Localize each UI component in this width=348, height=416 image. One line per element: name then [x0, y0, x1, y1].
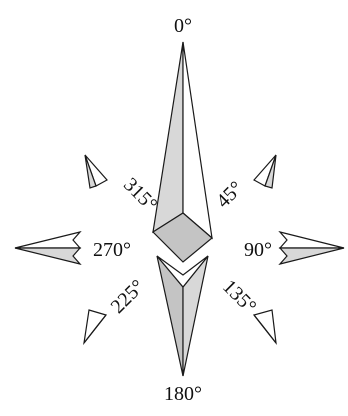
northeast-arrow [254, 155, 276, 188]
west-arrow-lower [15, 248, 80, 264]
southeast-arrow [254, 310, 276, 343]
west-arrow-upper [15, 232, 80, 248]
north-needle [153, 42, 212, 262]
southwest-arrow [84, 310, 106, 343]
label-180: 180° [164, 383, 202, 405]
label-90: 90° [244, 239, 272, 261]
label-270: 270° [93, 239, 131, 261]
label-315: 315° [119, 174, 161, 216]
west-arrow [15, 232, 80, 264]
east-arrow [280, 232, 344, 264]
label-0: 0° [174, 15, 192, 37]
label-225: 225° [107, 276, 149, 318]
east-arrow-lower [280, 248, 344, 264]
north-needle-right-face [183, 42, 212, 238]
south-needle [157, 256, 208, 376]
label-45: 45° [212, 177, 247, 212]
label-135: 135° [218, 276, 260, 318]
northwest-arrow [85, 155, 107, 188]
east-arrow-upper [280, 232, 344, 248]
